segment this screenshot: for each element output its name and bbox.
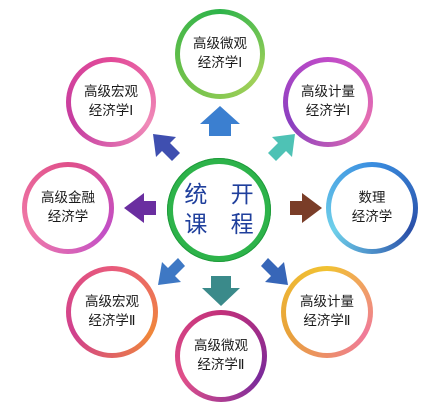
arrow-up-right-icon <box>268 134 295 161</box>
node-line-1: 高级金融 <box>41 190 95 206</box>
node-line-2: 经济学Ⅱ <box>303 313 351 329</box>
node-line-1: 高级微观 <box>193 36 247 52</box>
node-line-1: 高级计量 <box>301 84 355 100</box>
arrow-left-icon <box>124 193 156 223</box>
node-line-1: 高级微观 <box>194 338 248 354</box>
node-line-2: 经济学Ⅱ <box>88 313 136 329</box>
node-line-2: 经济学 <box>47 209 89 225</box>
center-line-1: 统 开 <box>184 182 262 208</box>
node-line-2: 经济学Ⅱ <box>197 357 245 373</box>
node-advanced-macro-2: 高级宏观 经济学Ⅱ <box>66 266 158 358</box>
center-line-2: 课 程 <box>184 212 262 238</box>
node-line-2: 经济学Ⅰ <box>88 103 134 119</box>
node-advanced-macro-1: 高级宏观 经济学Ⅰ <box>66 57 156 147</box>
node-line-2: 经济学Ⅰ <box>197 55 243 71</box>
node-line-1: 高级宏观 <box>84 84 138 100</box>
node-line-2: 经济学Ⅰ <box>305 103 351 119</box>
center-node: 统 开 课 程 <box>167 158 271 262</box>
node-advanced-micro-1: 高级微观 经济学Ⅰ <box>175 9 265 99</box>
arrow-down-right-icon <box>261 258 288 285</box>
node-advanced-finance: 高级金融 经济学 <box>22 162 114 254</box>
node-advanced-econometrics-1: 高级计量 经济学Ⅰ <box>283 57 373 147</box>
node-line-1: 高级计量 <box>300 294 354 310</box>
arrow-down-icon <box>202 276 240 306</box>
node-line-1: 数理 <box>358 190 386 206</box>
arrow-up-left-icon <box>153 134 180 161</box>
node-line-2: 经济学 <box>351 209 393 225</box>
arrow-down-left-icon <box>158 258 185 285</box>
node-line-1: 高级宏观 <box>85 294 139 310</box>
arrow-right-icon <box>290 193 322 223</box>
node-mathematical-economics: 数理 经济学 <box>326 162 418 254</box>
node-advanced-econometrics-2: 高级计量 经济学Ⅱ <box>281 266 373 358</box>
arrow-up-icon <box>200 106 240 136</box>
node-advanced-micro-2: 高级微观 经济学Ⅱ <box>175 310 267 402</box>
